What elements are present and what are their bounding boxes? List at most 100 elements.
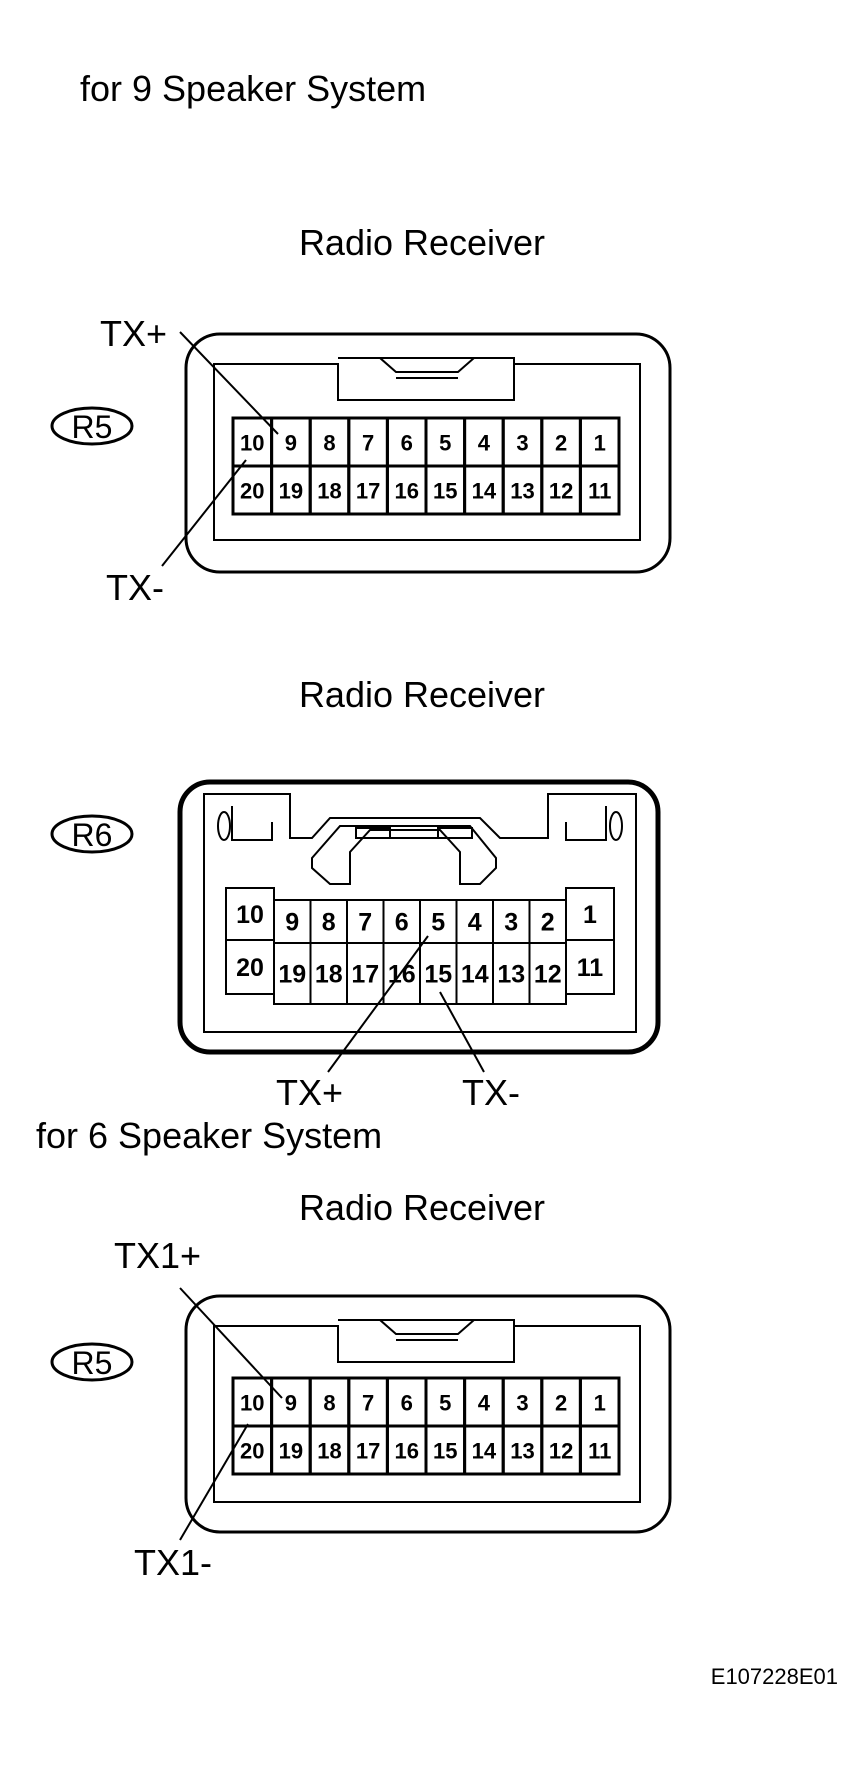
connector-hook-left — [231, 806, 273, 841]
pin-number: 5 — [439, 431, 451, 456]
connector-lock-window-left — [355, 827, 391, 839]
pin-number: 4 — [478, 1391, 491, 1416]
pin-number: 18 — [317, 1439, 341, 1464]
leader-line-tx-plus — [327, 935, 429, 1073]
pin-number: 19 — [279, 1439, 303, 1464]
pin-number: 11 — [577, 954, 604, 982]
pin-number: 19 — [279, 479, 303, 504]
connector-code: R6 — [72, 817, 113, 853]
connector-title: Radio Receiver — [299, 1187, 545, 1228]
leader-line-tx-minus — [161, 459, 247, 567]
pin-number: 6 — [395, 909, 409, 937]
pin-number: 15 — [424, 961, 452, 989]
pin-number: 8 — [322, 909, 336, 937]
pin-number: 6 — [401, 431, 413, 456]
pin-number: 14 — [472, 1439, 497, 1464]
pin-number: 12 — [549, 479, 573, 504]
pin-number: 19 — [278, 961, 306, 989]
pin-label-tx1-plus: TX1+ — [114, 1235, 201, 1276]
connector-hook-right — [565, 806, 607, 841]
pin-number: 1 — [594, 1391, 606, 1416]
pin-number: 17 — [356, 479, 380, 504]
pin-number: 17 — [356, 1439, 380, 1464]
pin-number: 11 — [588, 1439, 611, 1464]
connector-code: R5 — [72, 1345, 113, 1381]
pin-number: 1 — [583, 901, 597, 929]
pin-number: 7 — [362, 431, 374, 456]
connector-title: Radio Receiver — [299, 674, 545, 715]
figure-id: E107228E01 — [711, 1664, 838, 1689]
pin-label-tx-plus: TX+ — [276, 1072, 343, 1113]
connector-slot-right — [609, 811, 623, 841]
pin-number: 9 — [285, 431, 297, 456]
pin-number: 6 — [401, 1391, 413, 1416]
pin-number: 13 — [510, 1439, 534, 1464]
leader-line-tx1-plus — [179, 1287, 283, 1399]
pin-number: 13 — [510, 479, 534, 504]
connector-code-badge — [50, 1342, 134, 1382]
connector-code-badge — [50, 814, 134, 854]
pin-number: 7 — [358, 909, 372, 937]
pin-number: 9 — [285, 909, 299, 937]
pin-number: 15 — [433, 1439, 457, 1464]
pin-label-tx1-minus: TX1- — [134, 1542, 212, 1583]
connector-housing — [177, 779, 661, 1055]
connector-slot-left — [217, 811, 231, 841]
pin-number: 11 — [588, 479, 611, 504]
pin-label-tx-minus: TX- — [106, 567, 164, 608]
pin-number: 3 — [516, 1391, 528, 1416]
pin-number: 4 — [468, 909, 482, 937]
header-6-speaker: for 6 Speaker System — [36, 1115, 382, 1156]
pin-number: 18 — [317, 479, 341, 504]
leader-line-tx1-minus — [179, 1423, 249, 1541]
pin-number: 2 — [555, 431, 567, 456]
pin-number: 10 — [240, 1391, 264, 1416]
pin-cell — [578, 1424, 621, 1476]
pin-number: 17 — [351, 961, 379, 989]
pin-number: 16 — [394, 1439, 418, 1464]
pin-number: 3 — [516, 431, 528, 456]
pin-number: 15 — [433, 479, 457, 504]
pin-number: 5 — [431, 909, 445, 937]
pin-number: 20 — [236, 954, 264, 982]
pin-number: 12 — [549, 1439, 573, 1464]
pin-number: 7 — [362, 1391, 374, 1416]
connector-title: Radio Receiver — [299, 222, 545, 263]
pin-label-tx-plus: TX+ — [100, 313, 167, 354]
pin-cell — [578, 464, 621, 516]
pin-number: 16 — [394, 479, 418, 504]
pin-number: 8 — [323, 431, 335, 456]
pin-number: 5 — [439, 1391, 451, 1416]
pin-number: 2 — [541, 909, 555, 937]
connector-lock-base — [338, 357, 515, 364]
pin-number: 8 — [323, 1391, 335, 1416]
pin-number: 18 — [315, 961, 343, 989]
pin-cell — [565, 939, 615, 995]
leader-line-tx-plus — [179, 331, 279, 435]
pin-number: 4 — [478, 431, 491, 456]
leader-line-tx-minus — [439, 991, 485, 1073]
connector-housing — [184, 332, 672, 574]
connector-lock-tab — [379, 1319, 475, 1335]
pin-number: 20 — [240, 1439, 264, 1464]
connector-code: R5 — [72, 409, 113, 445]
pin-number: 12 — [534, 961, 562, 989]
pin-label-tx-minus: TX- — [462, 1072, 520, 1113]
pin-number: 10 — [240, 431, 264, 456]
pin-number: 14 — [461, 961, 489, 989]
connector-inner-outline — [203, 793, 637, 1033]
connector-code-badge — [50, 406, 134, 446]
pin-number: 20 — [240, 479, 264, 504]
pin-number: 1 — [594, 431, 606, 456]
pin-number: 9 — [285, 1391, 297, 1416]
connector-lock — [311, 825, 497, 885]
connector-housing — [184, 1294, 672, 1534]
